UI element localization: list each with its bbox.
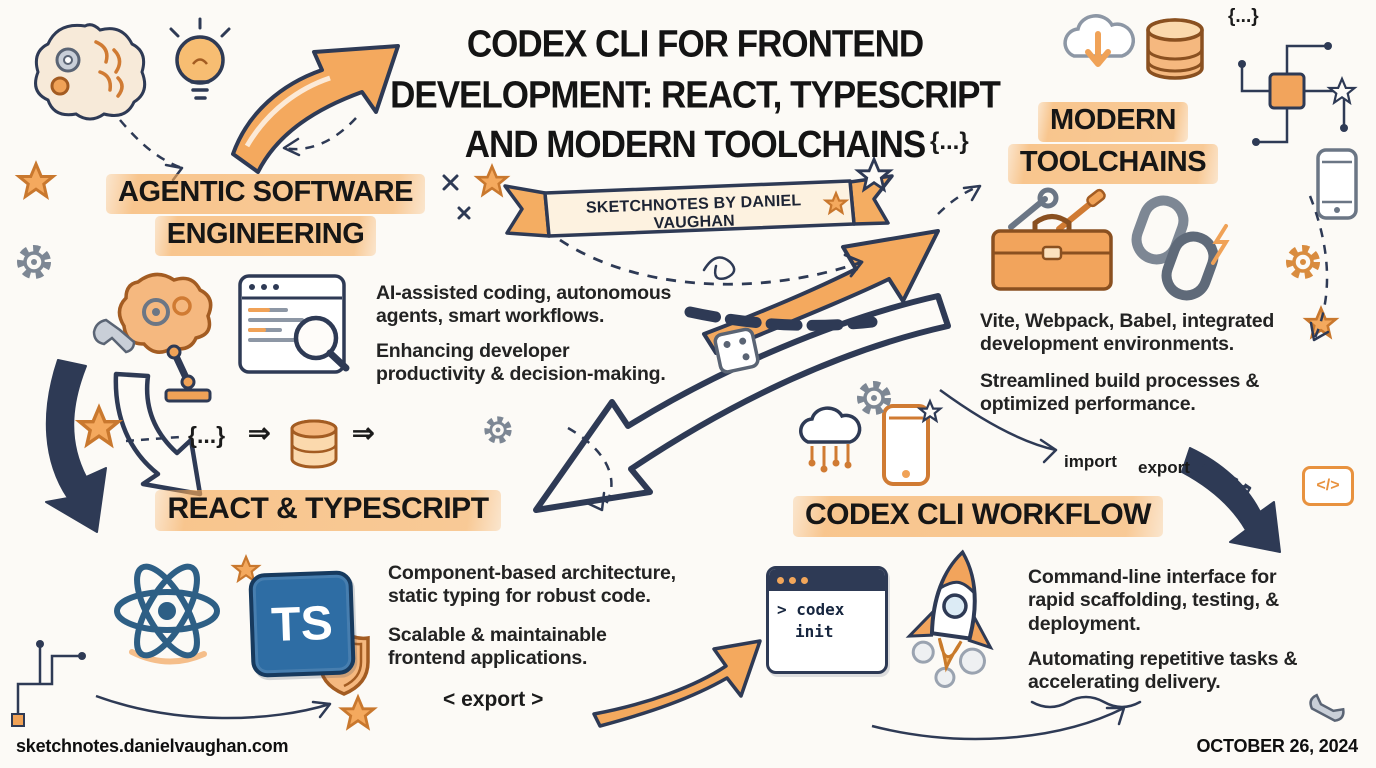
chain-link-icon [1131,195,1230,301]
footer-date: OCTOBER 26, 2024 [1196,736,1358,756]
export-label: export [1138,458,1190,477]
title-line-2: DEVELOPMENT: REACT, TYPESCRIPT [390,73,1001,116]
brain-gears-icon [34,23,147,121]
gear-icon [857,381,891,415]
star-icon [74,403,124,449]
phone-icon [1316,148,1358,220]
x-doodle-icon [442,174,459,191]
terminal-body: > codex init [769,591,885,644]
terminal-dot-icon [777,576,784,584]
code-tag-icon: </> [1302,466,1354,506]
database-icon [1146,18,1204,80]
heading-react: REACT & TYPESCRIPT [155,490,501,531]
code-tag-text: </> [1316,477,1340,494]
terminal-dot-icon [801,576,808,584]
lightbulb-icon [169,17,231,100]
gear-icon [484,416,512,444]
loop-doodle [702,256,736,280]
dashed-curve-arrow [119,119,184,182]
export-tag-label: < export > [443,688,544,711]
page-title: CODEX CLI FOR FRONTEND DEVELOPMENT: REAC… [350,20,1040,171]
workflow-para-1: Command-line interface for rapid scaffol… [1028,566,1279,635]
section-heading-agentic: AGENTIC SOFTWARE ENGINEERING [88,174,443,256]
typescript-logo: TS [248,570,356,678]
gear-icon [17,245,51,279]
curve-arrow [871,706,1126,741]
section-heading-react: REACT & TYPESCRIPT [138,490,518,531]
agentic-para-2: Enhancing developer productivity & decis… [376,340,666,386]
section-heading-workflow: CODEX CLI WORKFLOW [778,496,1178,537]
typescript-logo-text: TS [270,596,334,652]
curve-arrow [95,694,332,720]
braces-top-right-label: {...} [1228,6,1259,27]
circuit-left-icon [11,640,86,727]
star-icon [1326,75,1358,106]
mobile-icon [882,404,930,486]
x-doodle-icon [457,206,471,220]
heading-toolchains-line1: MODERN [1038,102,1188,142]
agentic-para-1: AI-assisted coding, autonomous agents, s… [376,282,672,328]
squiggle-line [1030,695,1142,709]
footer-site-url: sketchnotes.danielvaughan.com [16,736,289,756]
heading-toolchains-line2: TOOLCHAINS [1007,143,1219,184]
react-logo-icon [114,563,220,665]
double-arrow-1: ⇒ [248,418,271,448]
title-line-3: AND MODERN TOOLCHAINS [464,123,927,166]
section-heading-toolchains: MODERN TOOLCHAINS [993,102,1233,184]
data-cylinder-icon [290,419,338,469]
star-icon [14,160,58,200]
robot-arm-icon [92,272,213,403]
cloud-download-icon [1063,14,1135,67]
circuit-right-icon [1238,42,1348,146]
rocket-icon [905,549,994,688]
terminal-command-line1: > codex [777,600,845,619]
braces-mid-label: {...} [188,422,226,448]
big-arrow-center-orange [702,229,940,355]
title-line-1: CODEX CLI FOR FRONTEND [466,23,924,66]
terminal-titlebar [769,569,885,591]
toolchains-para-2: Streamlined build processes & optimized … [980,370,1260,416]
toolchains-para-1: Vite, Webpack, Babel, integrated develop… [980,310,1275,356]
react-para-1: Component-based architecture, static typ… [388,562,676,608]
dashed-curve-arrow [282,117,357,157]
heading-agentic-line1: AGENTIC SOFTWARE [106,174,425,214]
code-braces-title: {...} [930,128,969,155]
dashed-curve-arrow [559,238,864,286]
dashed-curve-arrow [1308,195,1330,342]
gear-icon [1286,245,1320,279]
dashed-arrow-shaft [684,306,878,331]
dashed-curve-arrow [567,426,613,512]
terminal-window: > codex init [766,566,888,674]
ribbon-text: SKETCHNOTES BY DANIEL VAUGHAN [585,192,802,233]
wrench-icon [1309,693,1345,722]
dashed-curve-arrow [937,184,982,215]
big-arrow-right-navy [1181,447,1281,553]
dashed-line [125,435,181,443]
star-icon [338,693,378,731]
curve-arrow [1197,462,1252,504]
star-icon [916,398,944,424]
terminal-dot-icon [789,576,796,584]
toolbox-icon [991,187,1113,291]
react-para-2: Scalable & maintainable frontend applica… [388,624,607,670]
import-label: import [1064,452,1117,471]
star-icon [1302,305,1340,340]
double-arrow-2: ⇒ [352,418,375,448]
dice-icon [713,327,760,374]
heading-agentic-line2: ENGINEERING [154,215,377,256]
terminal-command-line2: init [795,622,834,642]
workflow-para-2: Automating repetitive tasks & accelerati… [1028,648,1298,694]
code-window-icon [238,274,350,374]
big-arrow-left-navy [45,359,107,533]
cloud-network-icon [799,406,862,473]
heading-workflow: CODEX CLI WORKFLOW [793,496,1163,537]
